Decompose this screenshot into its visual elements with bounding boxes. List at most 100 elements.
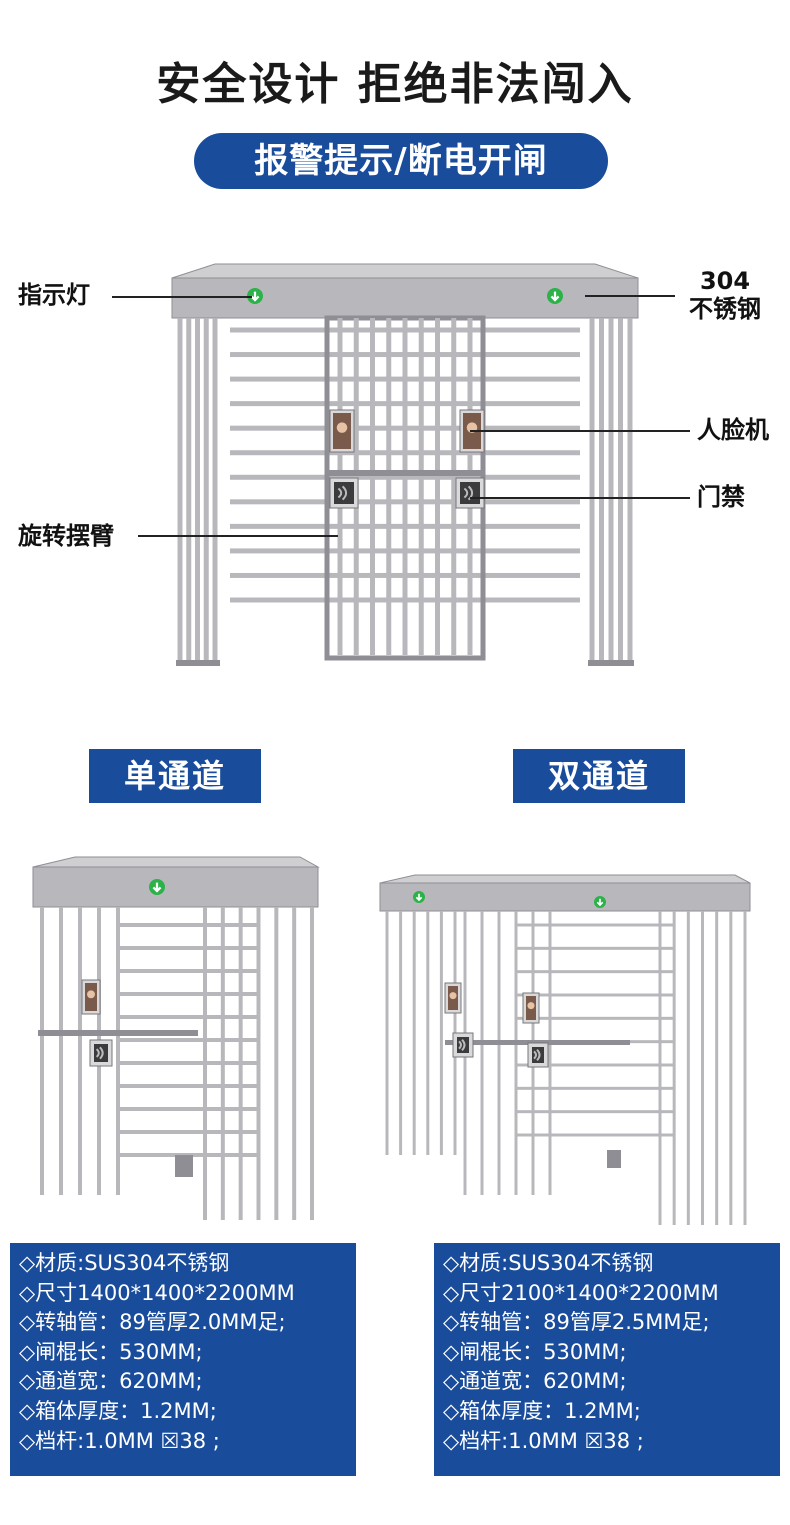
- cage-bar: [701, 911, 704, 1225]
- cage-bar: [672, 911, 676, 1225]
- single-channel-tag: 单通道: [89, 749, 261, 803]
- cage-bar: [627, 318, 633, 665]
- spec-line: ◇尺寸2100*1400*2200MM: [443, 1280, 719, 1305]
- rotor-arm: [120, 1084, 260, 1088]
- cage-bar: [729, 911, 733, 1225]
- double-channel-specs: ◇材质:SUS304不锈钢 ◇尺寸2100*1400*2200MM ◇转轴管：8…: [434, 1243, 780, 1476]
- single-channel-specs: ◇材质:SUS304不锈钢 ◇尺寸1400*1400*2200MM ◇转轴管：8…: [10, 1243, 356, 1476]
- cage-bar: [426, 911, 430, 1155]
- nfc-icon: [95, 1046, 104, 1060]
- cage-bar: [618, 318, 623, 665]
- spec-line: ◇材质:SUS304不锈钢: [19, 1251, 230, 1275]
- cage-bar: [370, 318, 375, 655]
- page-headline: 安全设计 拒绝非法闯入: [156, 59, 634, 110]
- face-icon: [527, 1002, 535, 1010]
- roof-top: [171, 263, 639, 279]
- rotor-arm: [120, 1107, 260, 1111]
- cage-bar: [177, 318, 183, 665]
- cage-bar: [589, 318, 595, 665]
- cage-bar: [686, 911, 690, 1225]
- turnstile-double-drawing: [379, 874, 751, 1225]
- roof-box: [171, 277, 639, 319]
- leader-access-control: [470, 497, 690, 499]
- rotor-arm: [120, 1130, 260, 1134]
- turnstile-single-image: [32, 856, 320, 1220]
- rotor-arm: [120, 946, 260, 950]
- cage-bar: [715, 911, 719, 1225]
- rotor-base: [607, 1150, 621, 1168]
- leader-material: [585, 295, 675, 297]
- rotor-arm: [515, 946, 675, 950]
- cage-bar: [514, 911, 518, 1195]
- face-icon: [87, 990, 95, 999]
- spec-line: ◇转轴管：89管厚2.5MM足;: [443, 1310, 710, 1335]
- leader-face-machine: [470, 430, 690, 432]
- face-icon: [449, 992, 457, 1000]
- cage-bar: [548, 911, 552, 1195]
- reader-panel: [94, 1044, 108, 1062]
- turnstile-double-image: [379, 874, 751, 1225]
- turnstile-main-image: [171, 263, 639, 666]
- rotor-base: [175, 1155, 193, 1177]
- rotor-arm: [515, 1086, 675, 1090]
- cage-bar: [195, 318, 200, 665]
- spec-line: ◇档杆:1.0MM ☒38 ;: [443, 1428, 644, 1453]
- cage-bar: [497, 911, 501, 1195]
- callout-material: 304 不锈钢: [680, 267, 770, 323]
- cage-bar: [658, 911, 662, 1225]
- reader-panel: [460, 482, 480, 504]
- rotor-arm: [120, 923, 260, 927]
- rotor-arm: [515, 1133, 675, 1137]
- cage-bar: [480, 911, 484, 1195]
- cage-bar: [599, 318, 604, 665]
- rotor-arm: [515, 1063, 675, 1067]
- cage-bar: [78, 907, 82, 1195]
- spec-line: ◇闸棍长：530MM;: [443, 1339, 627, 1364]
- cage-bar: [439, 911, 443, 1155]
- cage-bar: [116, 907, 120, 1195]
- double-channel-tag: 双通道: [513, 749, 685, 803]
- reader-panel: [334, 482, 354, 504]
- callout-rotating-arm: 旋转摆臂: [18, 522, 114, 550]
- cage-bar: [40, 907, 44, 1195]
- base-rail: [588, 660, 634, 666]
- rotor-arm: [515, 1110, 675, 1114]
- spec-line: ◇通道宽：620MM;: [19, 1369, 203, 1394]
- arrow-down-icon: [250, 291, 260, 302]
- feature-banner: 报警提示/断电开闸: [194, 133, 608, 189]
- cage-bar: [212, 318, 218, 665]
- cage-bar: [412, 911, 416, 1155]
- callout-face-machine: 人脸机: [697, 416, 769, 444]
- roof-top: [379, 874, 751, 884]
- cage-bar: [402, 318, 408, 655]
- rotor-arm: [120, 992, 260, 996]
- rotor-arm: [120, 1038, 260, 1042]
- nfc-icon: [463, 485, 474, 501]
- turnstile-main-drawing: [171, 263, 639, 666]
- spec-line: ◇箱体厚度：1.2MM;: [443, 1398, 641, 1423]
- rotor-arm: [515, 993, 675, 997]
- callout-material-line2: 不锈钢: [689, 295, 761, 323]
- cage-bar: [608, 318, 614, 665]
- cage-bar: [386, 318, 392, 655]
- spec-line: ◇尺寸1400*1400*2200MM: [19, 1280, 295, 1305]
- callout-indicator-light: 指示灯: [18, 281, 90, 309]
- cage-bar: [274, 907, 279, 1220]
- gate-crossbar: [38, 1030, 198, 1036]
- rotor-arm: [515, 970, 675, 974]
- cage-bar: [186, 318, 192, 665]
- spec-line: ◇材质:SUS304不锈钢: [443, 1251, 654, 1275]
- leader-indicator-light: [112, 296, 252, 298]
- roof-box: [32, 866, 319, 908]
- callout-access-control: 门禁: [697, 483, 745, 511]
- arrow-down-icon: [596, 898, 604, 907]
- cage-bar: [292, 907, 297, 1220]
- turnstile-single-drawing: [32, 856, 320, 1220]
- rotor-arm: [120, 1061, 260, 1065]
- roof-box: [379, 882, 751, 912]
- spec-line: ◇箱体厚度：1.2MM;: [19, 1398, 217, 1423]
- roof-top: [32, 856, 320, 868]
- spec-line: ◇档杆:1.0MM ☒38 ;: [19, 1428, 220, 1453]
- spec-line: ◇闸棍长：530MM;: [19, 1339, 203, 1364]
- cage-bar: [203, 318, 209, 665]
